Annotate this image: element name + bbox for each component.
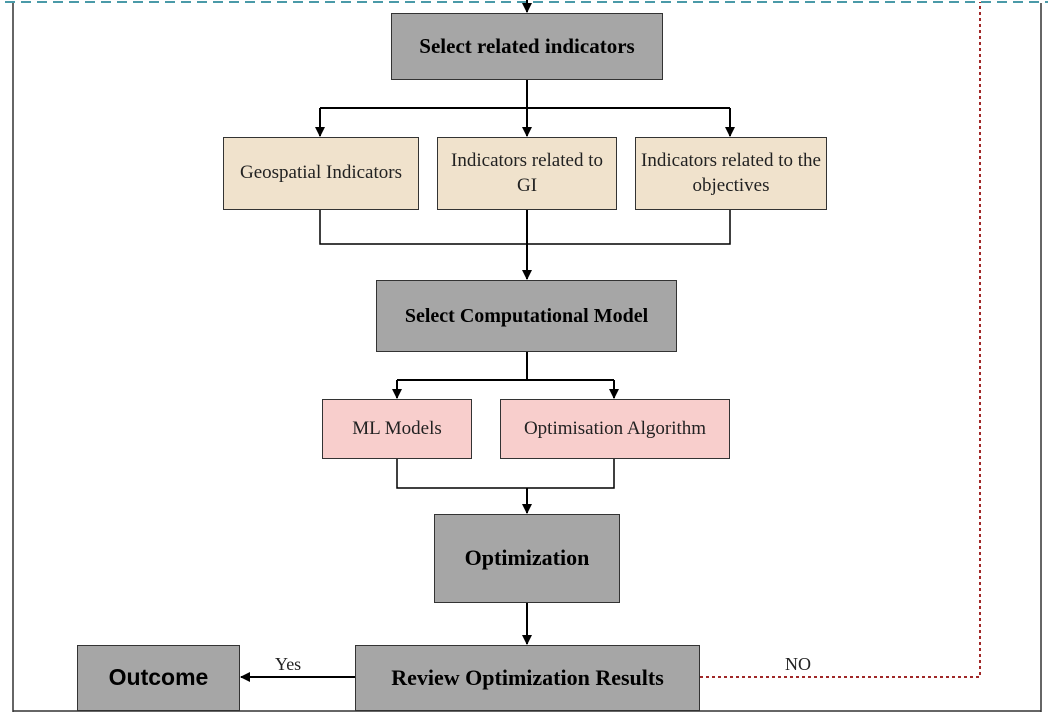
- connector-indicators-merge: [319, 210, 731, 245]
- ml-models-box: ML Models: [322, 399, 472, 459]
- review-optimization-results-box: Review Optimization Results: [355, 645, 700, 711]
- gi-related-indicators-box: Indicators related to GI: [437, 137, 617, 210]
- objectives-related-indicators-box: Indicators related to the objectives: [635, 137, 827, 210]
- outcome-box: Outcome: [77, 645, 240, 711]
- select-related-indicators-box: Select related indicators: [391, 13, 663, 80]
- select-computational-model-box: Select Computational Model: [376, 280, 677, 352]
- geospatial-indicators-box: Geospatial Indicators: [223, 137, 419, 210]
- no-label: NO: [785, 654, 811, 674]
- no-loop-dotted-line: [700, 2, 981, 678]
- connector-models-merge: [396, 459, 615, 489]
- yes-label: Yes: [275, 654, 302, 674]
- optimization-box: Optimization: [434, 514, 620, 603]
- optimisation-algorithm-box: Optimisation Algorithm: [500, 399, 730, 459]
